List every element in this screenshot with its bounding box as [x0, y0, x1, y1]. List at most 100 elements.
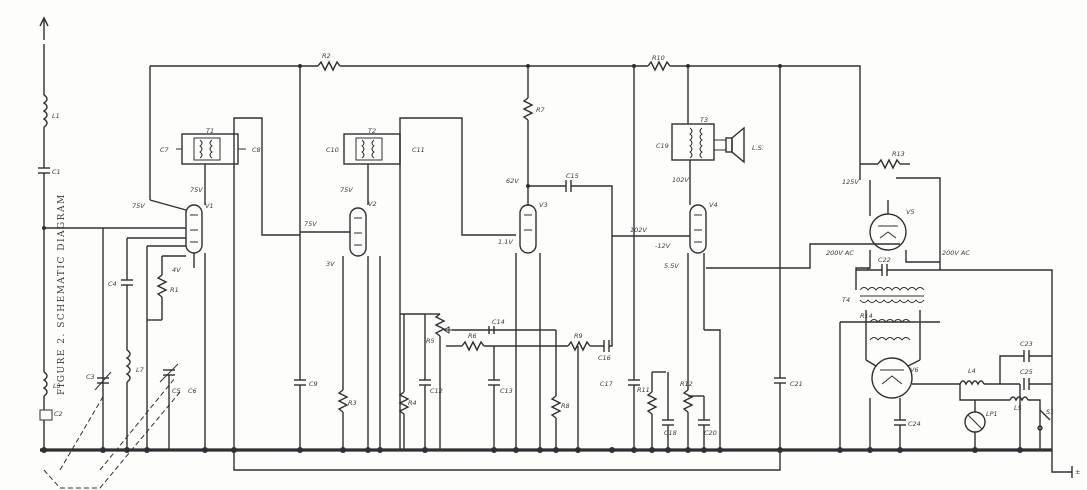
if-transformer-t2: T2 C10 C11 [326, 127, 425, 165]
capacitor-c20: C20 [698, 396, 717, 450]
label-r9: R9 [574, 332, 583, 340]
choke-l4: L4 [959, 367, 1020, 386]
label-c24: C24 [908, 420, 921, 428]
label-c10: C10 [326, 146, 339, 154]
label-c7: C7 [160, 146, 170, 154]
label-t1: T1 [206, 127, 214, 135]
label-c1: C1 [52, 168, 61, 176]
capacitor-c23: C23 [999, 340, 1052, 384]
label-c23: C23 [1020, 340, 1033, 348]
oscillator-coils-l7: L7 [125, 349, 145, 450]
capacitor-c18: C18 [662, 372, 677, 450]
resistor-r9: R9 [567, 332, 591, 352]
capacitor-c1: C1 [38, 167, 61, 372]
label-r3: R3 [348, 399, 357, 407]
label-c20: C20 [704, 429, 717, 437]
resistor-r8: R8 [550, 395, 570, 450]
label-c4: C4 [108, 280, 117, 288]
label-c5: C5 [172, 387, 181, 395]
main-rectifier-v6: V6 [871, 357, 919, 399]
label-c13: C13 [500, 387, 513, 395]
label-c9: C9 [309, 380, 318, 388]
capacitor-c12: C12 [419, 379, 443, 450]
tuning-caps-c5-c6: C5 C6 [146, 363, 197, 450]
label-v1: V1 [205, 202, 214, 210]
v1-cathode-voltage: 4V [172, 266, 181, 274]
capacitor-c24: C24 [894, 419, 921, 450]
trimmer-c2: C2 [39, 409, 63, 450]
capacitor-c15: C15 [565, 172, 579, 192]
antenna [39, 16, 49, 95]
v4-grid-voltage: -12V [655, 242, 671, 250]
label-t4: T4 [842, 296, 850, 304]
label-v5: V5 [906, 208, 915, 216]
if-transformer-t1: T1 C7 C8 [160, 127, 261, 165]
tube-v1: V1 [185, 202, 214, 254]
inductor-l1: L1 [42, 94, 60, 168]
label-c8: C8 [252, 146, 261, 154]
loudspeaker: L.S. [714, 126, 764, 164]
capacitor-c22: C22 [856, 256, 920, 276]
output-transformer-t3: T3 C19 [656, 116, 715, 161]
label-l7: L7 [136, 366, 145, 374]
resistor-r11: R11 [637, 372, 658, 450]
pilot-lamp-lp1: LP1 [964, 400, 998, 450]
label-r4: R4 [408, 399, 417, 407]
v2-plate-voltage: 75V [340, 186, 353, 194]
label-c14: C14 [492, 318, 505, 326]
tube-v4: V4 [689, 201, 718, 254]
tube-v3: V3 [519, 201, 548, 254]
label-r10: R10 [652, 54, 665, 62]
v4-screen-voltage: 102V [630, 226, 647, 234]
capacitor-c13: C13 [488, 379, 513, 450]
capacitor-c25: C25 [1020, 368, 1052, 390]
capacitor-c21: C21 [774, 377, 803, 450]
trimmer-c3: C3 [86, 371, 112, 391]
label-r12: R12 [680, 380, 693, 388]
switch-s1: S1 [1037, 408, 1054, 431]
capacitor-c4: C4 [108, 279, 133, 350]
v1-screen-voltage: 75V [132, 202, 145, 210]
label-v2: V2 [368, 200, 377, 208]
label-c25: C25 [1020, 368, 1033, 376]
label-c22: C22 [878, 256, 891, 264]
label-v6: V6 [910, 366, 919, 374]
label-c19: C19 [656, 142, 669, 150]
resistor-r13: R13 [860, 150, 910, 170]
label-c3: C3 [86, 373, 95, 381]
v3-grid-voltage: 1.1V [498, 238, 513, 246]
rect-dc-voltage: 125V [842, 178, 859, 186]
power-transformer-t4: T4 R14 [842, 287, 925, 341]
label-c17: C17 [600, 380, 614, 388]
resistor-r3: R3 [337, 389, 357, 450]
rect-ac-right-voltage: 200V AC [942, 249, 970, 257]
label-loudspeaker: L.S. [752, 144, 764, 152]
label-r13: R13 [892, 150, 905, 158]
label-c21: C21 [790, 380, 803, 388]
inductor-l3: L3 [42, 371, 61, 410]
resistor-r6: R6 [461, 332, 485, 352]
label-lp1: LP1 [986, 410, 998, 418]
label-l4: L4 [968, 367, 976, 375]
capacitor-c9: C9 [294, 379, 318, 450]
resistor-r12: R12 [680, 380, 694, 450]
label-r6: R6 [468, 332, 477, 340]
label-r7: R7 [536, 106, 546, 114]
label-l3: L3 [53, 382, 61, 390]
svg-text:±: ± [1075, 468, 1080, 476]
label-c11: C11 [412, 146, 425, 154]
label-c18: C18 [664, 429, 677, 437]
capacitor-c17: C17 [600, 379, 640, 450]
tube-v2: V2 [349, 200, 377, 257]
v4-cathode-voltage: 5.5V [664, 262, 679, 270]
resistor-r4: R4 [398, 391, 417, 450]
v4-plate-voltage: 102V [672, 176, 689, 184]
label-t3: T3 [700, 116, 708, 124]
label-v3: V3 [539, 201, 548, 209]
label-s1: S1 [1046, 408, 1054, 416]
v3-plate-voltage: 62V [506, 177, 519, 185]
resistor-r7: R7 [522, 66, 546, 205]
label-r8: R8 [561, 402, 570, 410]
label-r1: R1 [170, 286, 179, 294]
